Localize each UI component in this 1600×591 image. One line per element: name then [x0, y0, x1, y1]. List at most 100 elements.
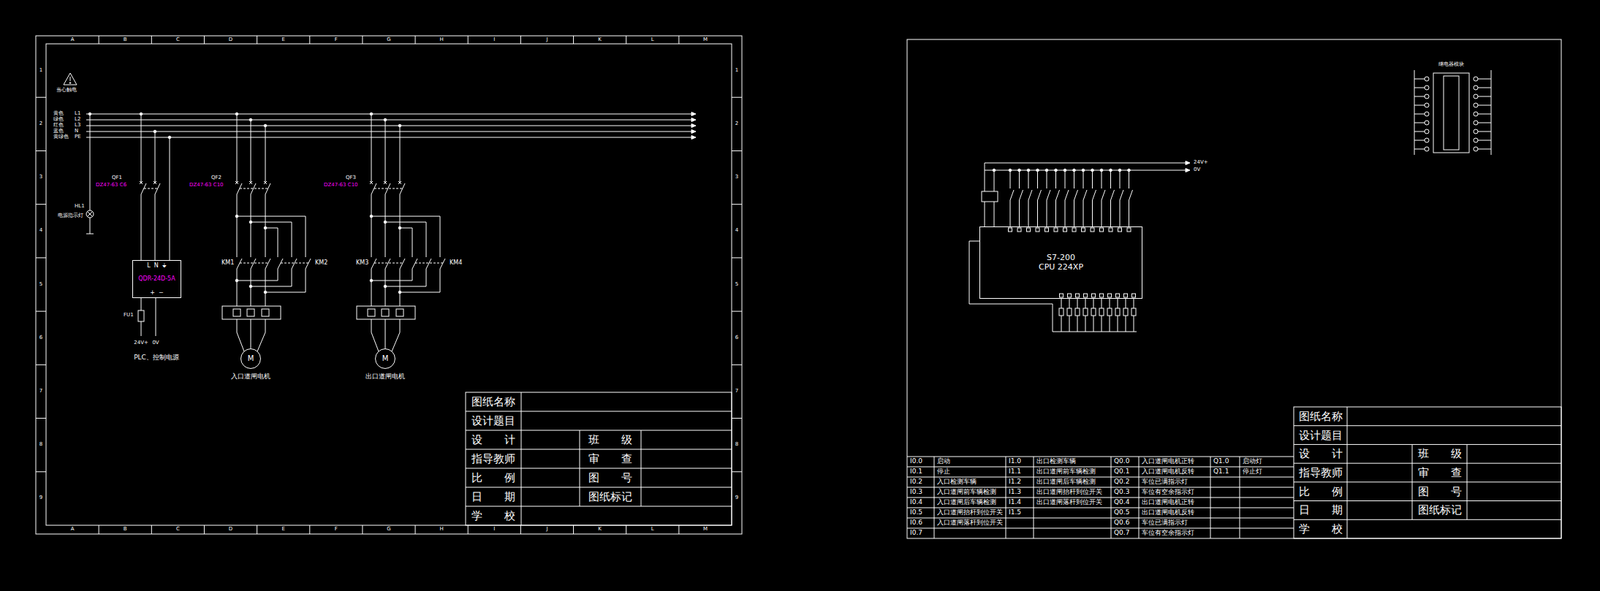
arrow-symbol [691, 124, 696, 128]
table-line [1005, 456, 1007, 539]
terminal-symbol [1473, 103, 1478, 108]
io-table-cell: I1.0 [1007, 458, 1022, 466]
grid-letter: F [334, 37, 339, 44]
title-block-line [465, 411, 732, 413]
io-table-cell: Q0.2 [1113, 478, 1131, 487]
io-table-cell: 入口道闸后车辆检测 [936, 499, 997, 507]
wire [141, 194, 142, 261]
breaker-symbol [263, 181, 267, 185]
load-symbol [1131, 308, 1136, 316]
io-table-cell: 停止灯 [1241, 468, 1264, 476]
grid-tick [98, 525, 100, 535]
wire [277, 268, 279, 281]
wire [385, 286, 427, 288]
grid-tick [678, 35, 680, 44]
grid-tick [573, 525, 574, 535]
wire [169, 137, 171, 261]
grid-number: 2 [38, 121, 44, 128]
wire [1128, 170, 1130, 189]
wire [236, 280, 278, 282]
sheet-border [35, 35, 742, 535]
grid-number: 6 [734, 335, 739, 342]
grid-number: 7 [734, 388, 739, 395]
title-block-line [465, 487, 732, 489]
arrow-symbol [691, 112, 696, 117]
breaker-box [981, 191, 998, 202]
io-table-cell: I0.3 [909, 488, 924, 497]
wire [1109, 315, 1111, 332]
table-line [907, 518, 1294, 519]
wire [1073, 200, 1075, 227]
plc-module: S7-200CPU 224XP [979, 226, 1143, 299]
wire [1414, 96, 1425, 98]
terminal-symbol [1424, 94, 1429, 99]
breaker-symbol [235, 181, 239, 185]
io-table-cell: Q1.1 [1212, 468, 1230, 476]
plc-terminal [1124, 293, 1128, 298]
plc-terminal [1108, 293, 1112, 298]
wire [141, 114, 142, 183]
title-block-cell: 日 期 [470, 491, 517, 504]
load-symbol [1059, 308, 1064, 316]
wire [1117, 298, 1119, 309]
wire [1110, 200, 1112, 227]
thermal-relay [396, 309, 404, 317]
grid-letter: K [597, 37, 603, 44]
plc-terminal [1059, 293, 1064, 298]
wire [371, 332, 379, 352]
grid-tick [361, 525, 363, 535]
load-symbol [1075, 308, 1080, 316]
wire [141, 298, 142, 311]
table-line [907, 456, 1294, 458]
wire [1477, 78, 1492, 80]
wire [1055, 200, 1057, 227]
circuit-label: KM1 [220, 260, 235, 267]
table-line [1210, 456, 1212, 539]
switch-symbol [1111, 190, 1115, 201]
junction-dot [249, 285, 253, 288]
title-block-cell: 审 查 [1417, 467, 1463, 480]
wire [440, 216, 441, 258]
lamp-symbol [87, 211, 93, 218]
wire [1077, 298, 1079, 309]
power-supply-box: L N ⏚QDR-24D-5A+ − [132, 260, 182, 299]
mechanical-link [239, 188, 269, 190]
grid-tick [98, 35, 100, 44]
grid-number: 5 [38, 282, 44, 288]
wire [1061, 315, 1063, 332]
wire [371, 268, 373, 307]
io-table-cell: 出口道闸后车辆检测 [1035, 478, 1097, 487]
grid-tick [151, 35, 153, 44]
table-line [1239, 456, 1241, 539]
mechanical-link [143, 188, 158, 190]
circuit-label: QF1 [111, 175, 123, 182]
wire [1477, 114, 1492, 115]
circuit-label: PLC、控制电源 [133, 354, 180, 362]
terminal-symbol [1473, 120, 1478, 125]
title-block-cell: 图纸标记 [587, 491, 633, 504]
wire [1093, 315, 1095, 332]
mechanical-link [280, 263, 309, 264]
io-table-cell: I1.3 [1007, 488, 1022, 497]
wire [265, 194, 267, 258]
wire [385, 222, 427, 223]
io-table-cell: I0.2 [909, 478, 924, 487]
breaker-symbol [139, 181, 143, 185]
wire [1093, 298, 1095, 309]
io-table-cell: 入口道闸电机正转 [1140, 458, 1196, 466]
title-block-cell: 班 级 [1417, 448, 1463, 461]
wire [399, 292, 441, 294]
grid-letter: D [228, 37, 234, 44]
terminal-symbol [1473, 94, 1478, 99]
warning-symbol [69, 82, 71, 85]
grid-letter: F [334, 526, 339, 533]
contact-symbol [399, 258, 405, 269]
schematic [35, 35, 1562, 539]
wire [1477, 131, 1492, 133]
wire [1101, 298, 1103, 309]
table-line [907, 487, 1294, 489]
io-table-cell: 启动 [936, 458, 951, 466]
title-block-cell: 比 例 [470, 472, 517, 485]
title-block-cell: 学 校 [1298, 523, 1344, 536]
